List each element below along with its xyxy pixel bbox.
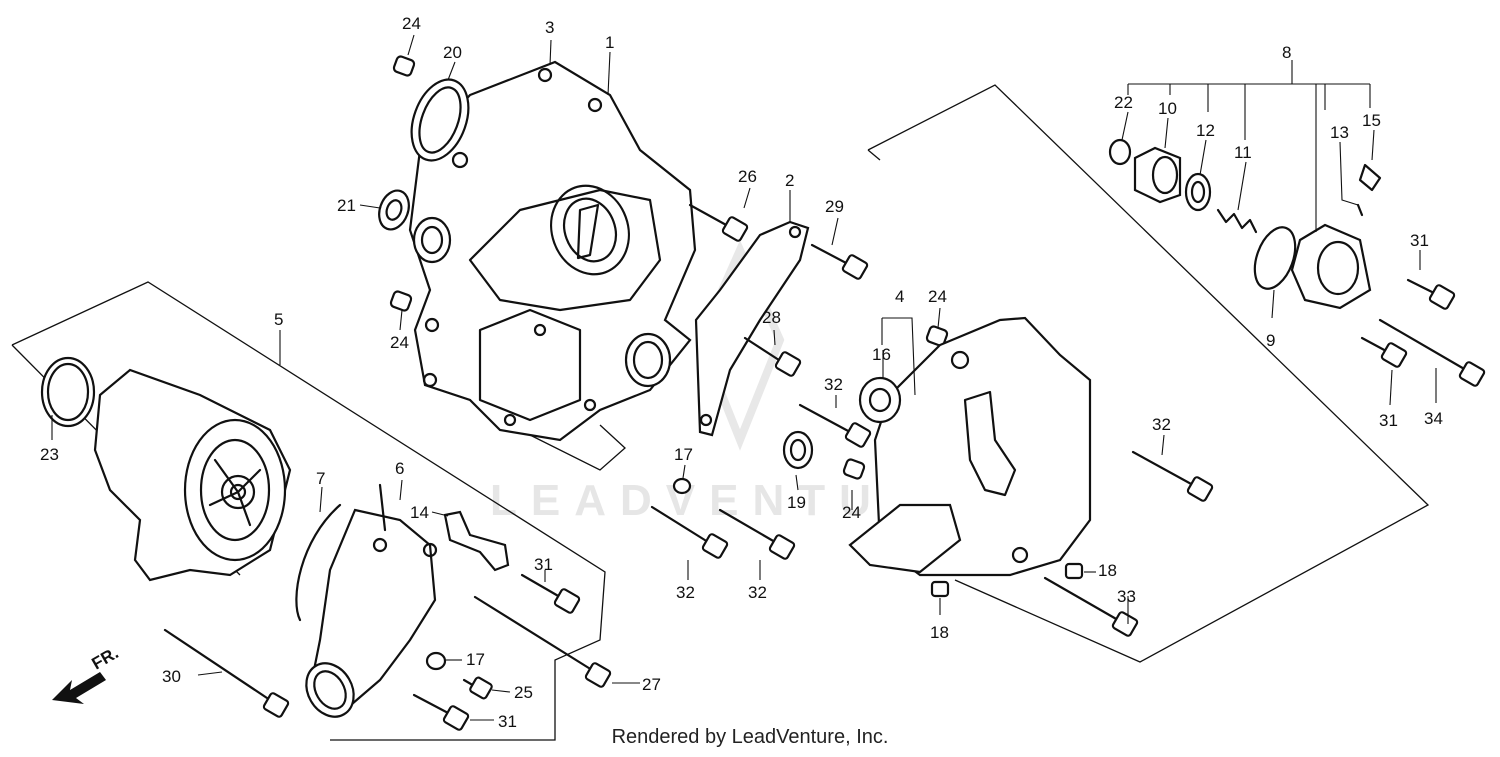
callout-21: 21 — [337, 196, 356, 215]
render-credit: Rendered by LeadVenture, Inc. — [611, 726, 889, 748]
callout-17: 17 — [674, 445, 693, 464]
bolt-29 — [810, 243, 869, 280]
callout-28: 28 — [762, 308, 781, 327]
callout-22: 22 — [1114, 93, 1133, 112]
callout-7: 7 — [316, 469, 325, 488]
front-direction-label: FR. — [89, 643, 122, 673]
bolt-33 — [1043, 576, 1139, 637]
part-seal-19 — [782, 430, 814, 470]
callout-32: 32 — [1152, 415, 1171, 434]
callout-24: 24 — [402, 14, 421, 33]
callout-10: 10 — [1158, 99, 1177, 118]
part-pump-cover — [295, 483, 438, 718]
bolt-32-upper — [798, 403, 872, 448]
callout-13: 13 — [1330, 123, 1349, 142]
callout-17: 17 — [466, 650, 485, 669]
leader-lines — [51, 34, 1437, 721]
bolt-27 — [473, 595, 612, 688]
callout-25: 25 — [514, 683, 533, 702]
callout-30: 30 — [162, 667, 181, 686]
bolt-26 — [688, 203, 749, 242]
bolt-30 — [163, 628, 290, 718]
bolt-group — [163, 203, 1486, 731]
callout-32: 32 — [824, 375, 843, 394]
part-sleeve-16 — [858, 376, 902, 424]
bolt-28 — [743, 336, 802, 377]
callout-2: 2 — [785, 171, 794, 190]
callout-9: 9 — [1266, 331, 1275, 350]
bolt-31-mid — [1360, 336, 1408, 368]
bolt-32-lower-b — [718, 508, 796, 560]
bolt-31-pump — [520, 573, 581, 614]
callout-11: 11 — [1234, 143, 1252, 162]
callout-4: 4 — [895, 287, 904, 306]
part-washers-17-18 — [425, 477, 1084, 671]
callout-8: 8 — [1282, 43, 1291, 62]
callout-24: 24 — [928, 287, 947, 306]
bolt-32-lower-a — [650, 505, 729, 559]
callout-1: 1 — [605, 33, 614, 52]
callout-31: 31 — [1410, 231, 1429, 250]
bolt-31-top — [1406, 278, 1456, 310]
callout-33: 33 — [1117, 587, 1136, 606]
bolt-31-bottom — [412, 693, 470, 731]
callout-32: 32 — [676, 583, 695, 602]
part-dowel-24 — [389, 55, 949, 480]
part-main-cover — [408, 60, 697, 442]
callout-19: 19 — [787, 493, 806, 512]
callout-32: 32 — [748, 583, 767, 602]
bolt-34 — [1378, 318, 1486, 387]
part-seal-21 — [378, 189, 410, 231]
callout-31: 31 — [534, 555, 553, 574]
callout-29: 29 — [825, 197, 844, 216]
callout-6: 6 — [395, 459, 404, 478]
part-water-pump — [40, 356, 292, 582]
callout-14: 14 — [410, 503, 429, 522]
callout-5: 5 — [274, 310, 283, 329]
callout-24: 24 — [390, 333, 409, 352]
callout-16: 16 — [872, 345, 891, 364]
callout-18: 18 — [930, 623, 949, 642]
part-bracket-14 — [443, 510, 510, 572]
callout-18: 18 — [1098, 561, 1117, 580]
part-seal-assembly — [1108, 138, 1382, 310]
callout-20: 20 — [443, 43, 462, 62]
bolt-32-right — [1131, 450, 1214, 502]
part-right-cover — [848, 316, 1092, 577]
callout-26: 26 — [738, 167, 757, 186]
callout-31: 31 — [498, 712, 517, 731]
callout-12: 12 — [1196, 121, 1215, 140]
callout-31: 31 — [1379, 411, 1398, 430]
callout-27: 27 — [642, 675, 661, 694]
callout-15: 15 — [1362, 111, 1381, 130]
part-o-ring-20 — [410, 78, 470, 162]
callout-24: 24 — [842, 503, 861, 522]
bolt-25 — [462, 676, 493, 700]
callout-3: 3 — [545, 18, 554, 37]
callout-23: 23 — [40, 445, 59, 464]
part-gasket-strip — [694, 220, 810, 437]
callout-labels: 24 20 3 1 21 24 26 2 29 28 5 23 7 6 14 4… — [40, 14, 1443, 731]
front-direction-marker: FR. — [52, 643, 122, 704]
callout-34: 34 — [1424, 409, 1443, 428]
